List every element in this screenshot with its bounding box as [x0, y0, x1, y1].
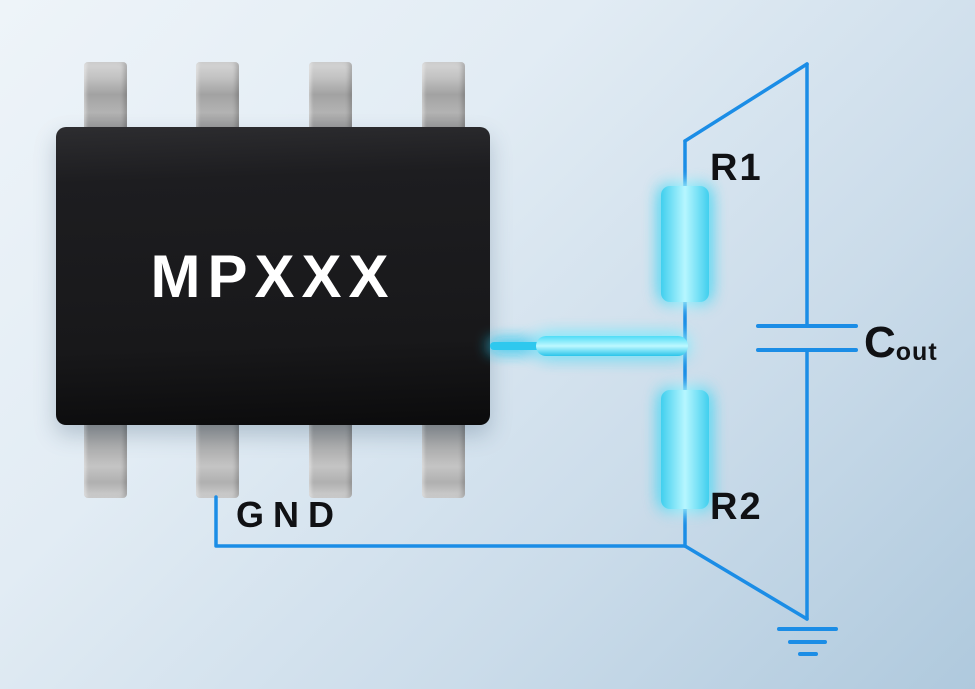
- chip-pin-top-3: [309, 62, 352, 134]
- chip-pin-top-4: [422, 62, 465, 134]
- chip-pin-bottom-4: [422, 420, 465, 498]
- glow-elements: [490, 186, 709, 509]
- wire-bottom-diagonal: [683, 544, 809, 621]
- resistor-r2: [661, 390, 709, 509]
- capacitor-cout-symbol: [756, 324, 858, 352]
- wire-top-diagonal: [683, 62, 809, 143]
- cout-label: Cout: [864, 318, 938, 368]
- feedback-node-glow: [536, 336, 688, 356]
- ic-chip: MPXXX: [56, 127, 490, 425]
- gnd-label: GND: [236, 494, 343, 535]
- cout-label-subscript: out: [895, 338, 938, 366]
- chip-pin-bottom-3: [309, 420, 352, 498]
- chip-pin-bottom-1: [84, 420, 127, 498]
- chip-pin-top-2: [196, 62, 239, 134]
- r2-label: R2: [710, 486, 763, 528]
- chip-pin-top-1: [84, 62, 127, 134]
- feedback-lead: [490, 342, 580, 350]
- chip-part-number: MPXXX: [150, 242, 396, 310]
- cout-label-main: C: [864, 318, 896, 367]
- resistor-r1: [661, 186, 709, 302]
- r1-label: R1: [710, 147, 763, 189]
- ground-icon: [777, 627, 838, 656]
- chip-pin-bottom-2: [196, 420, 239, 498]
